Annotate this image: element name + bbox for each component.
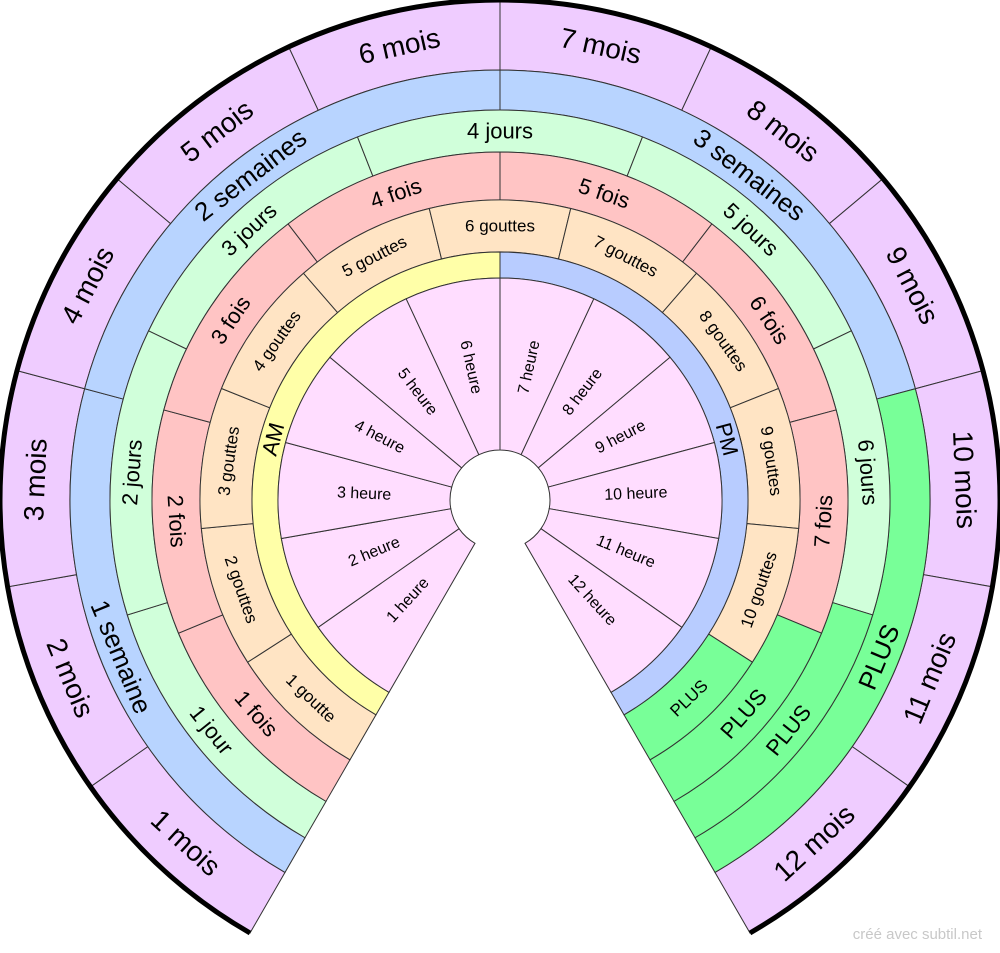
label-months-3: 3 mois	[18, 438, 53, 522]
label-hours-10: 10 heure	[604, 484, 668, 504]
label-months-10: 10 mois	[947, 430, 982, 529]
segment-hours-12[interactable]	[524, 527, 683, 693]
label-drops-6: 6 gouttes	[465, 217, 535, 236]
label-days-6: 6 jours	[853, 439, 883, 507]
label-hours-3: 3 heure	[337, 484, 392, 503]
credit-text: créé avec subtil.net	[852, 926, 982, 943]
label-days-4: 4 jours	[467, 119, 533, 144]
label-days-2: 2 jours	[117, 439, 147, 507]
label-times-2: 2 fois	[163, 494, 191, 548]
label-times-7: 7 fois	[809, 494, 837, 548]
